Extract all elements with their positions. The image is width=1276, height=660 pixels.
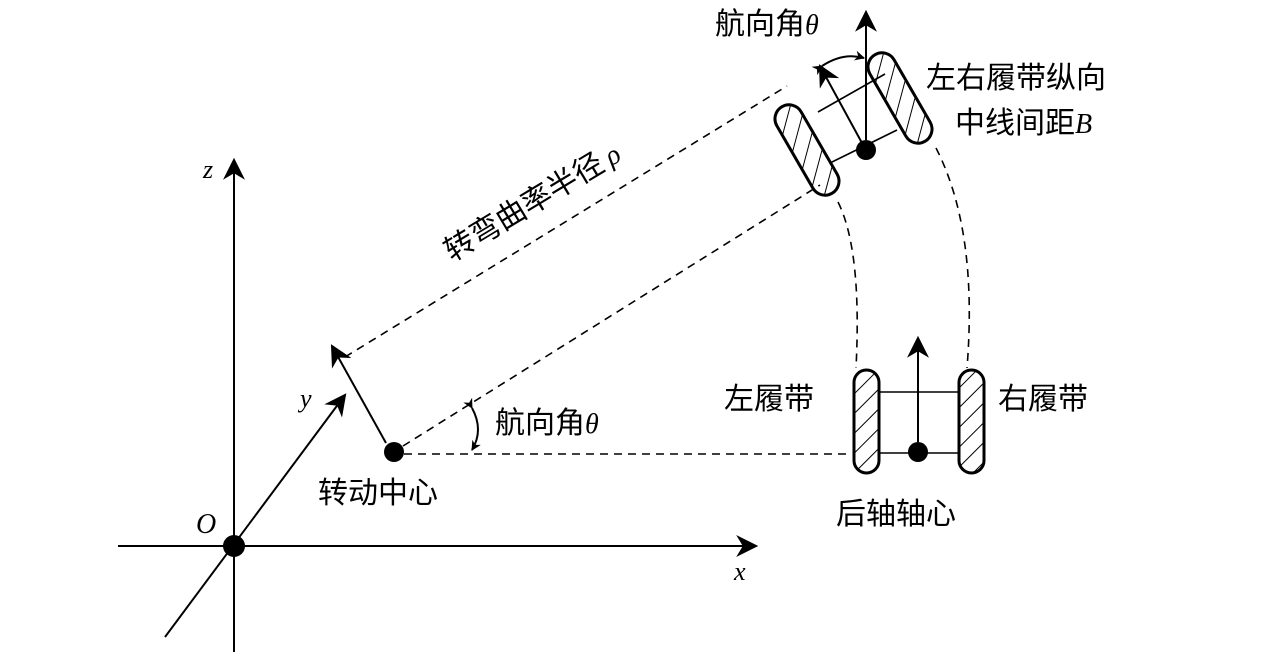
heading-angle-label-upper: 航向角θ [715,7,819,42]
y-axis-label: y [297,384,312,413]
y-axis [164,393,347,638]
left-track-label: 左履带 [724,382,814,417]
theta-symbol-upper: θ [805,10,819,41]
track-spacing-label-line1: 左右履带纵向 [926,61,1106,96]
rear-axle-center-label: 后轴轴心 [836,497,956,532]
rotated-axle-top [817,73,886,113]
right-track-path-dashed [935,147,971,369]
rotated-left-track [773,103,841,197]
heading-angle-arc-upper [811,50,865,76]
origin-label: O [196,509,216,540]
heading-angle-arc [463,397,481,451]
straight-vehicle [852,335,986,475]
right-track-label: 右履带 [998,382,1088,417]
construction-lines [344,85,971,455]
heading-angle-text-lower: 航向角 [495,406,585,441]
origin-point [223,535,245,557]
svg-text:转弯曲率半径ρ: 转弯曲率半径ρ [438,136,627,269]
rear-axle-center-point [908,442,928,462]
track-spacing-text: 中线间距 [955,106,1075,141]
left-track-path-dashed [837,201,858,369]
heading-angle-label-lower: 航向角θ [495,406,599,441]
heading-angle-text-upper: 航向角 [715,7,805,42]
svg-text:航向角θ: 航向角θ [495,406,599,441]
rotated-rear-axle-center [856,140,876,160]
turn-center-heading-arrow [330,344,387,444]
B-symbol: B [1075,109,1092,140]
rotated-vehicle-heading-arrow [818,64,863,144]
z-axis-label: z [202,155,213,184]
rotated-vehicle [773,9,934,197]
turn-radius-label: 转弯曲率半径ρ [438,136,627,269]
right-track [957,368,986,475]
track-spacing-label-line2: 中线间距B [955,106,1092,141]
turning-radius-dashed [402,184,821,447]
left-track [852,368,881,475]
turn-center-label: 转动中心 [318,476,438,511]
upper-offset-dashed [344,85,788,358]
svg-text:航向角θ: 航向角θ [715,7,819,42]
turn-radius-text: 转弯曲率半径 [438,146,610,269]
theta-symbol-lower: θ [585,409,599,440]
coordinate-axes [118,157,759,652]
turn-center-point [384,442,404,462]
svg-text:中线间距B: 中线间距B [955,106,1092,141]
x-axis-label: x [733,557,746,586]
